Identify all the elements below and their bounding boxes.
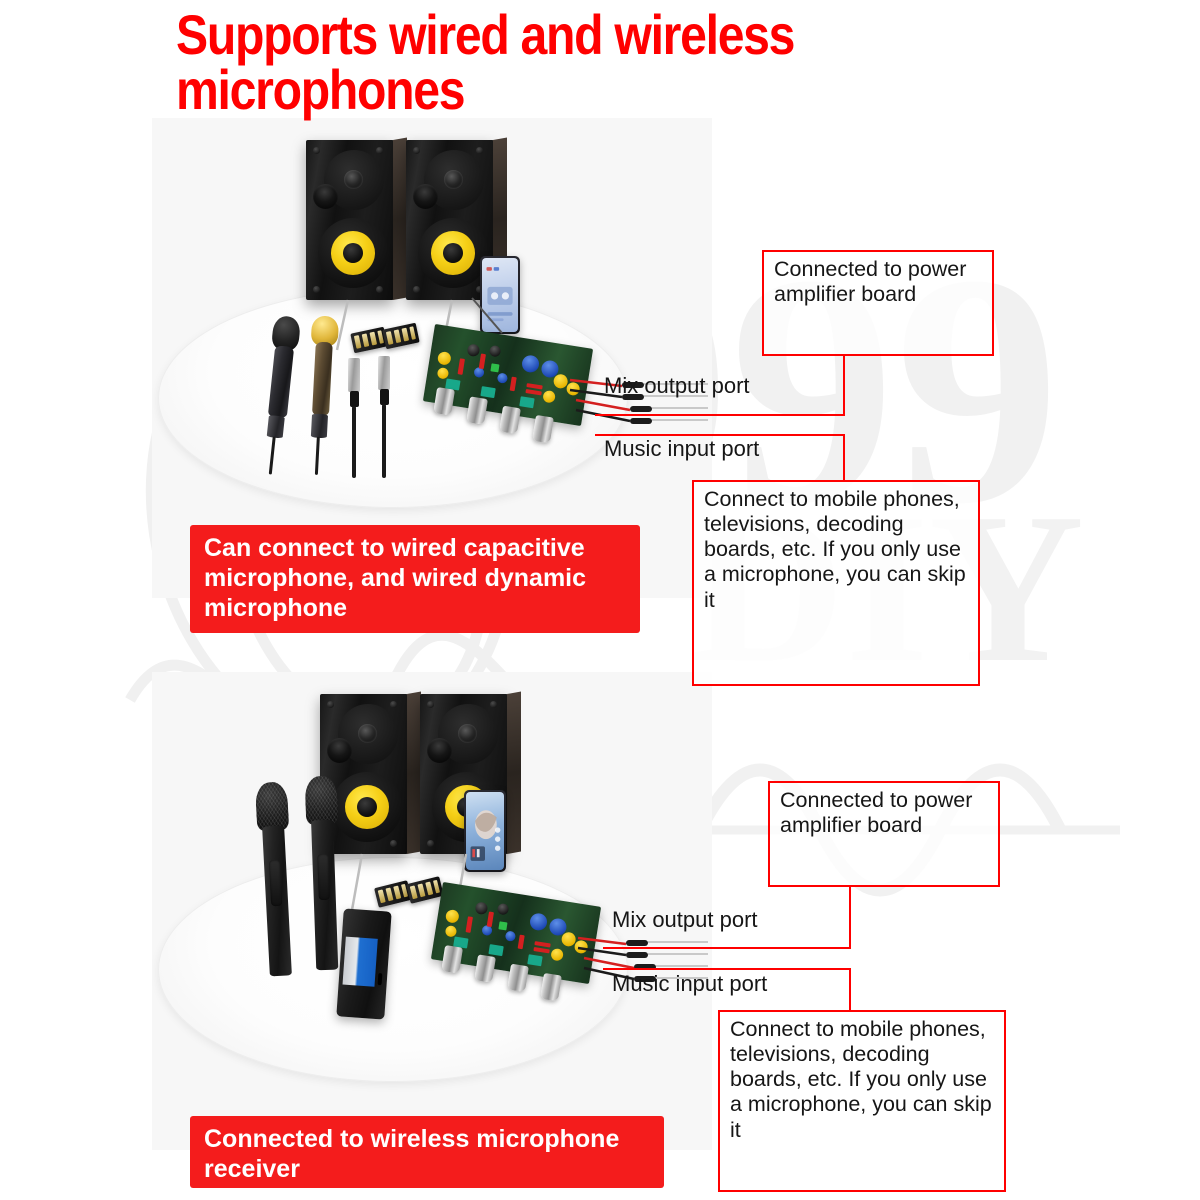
leader-music-vert-bottom xyxy=(849,968,851,1012)
callout-music-note-top: Connect to mobile phones, televisions, d… xyxy=(692,480,980,686)
label-music-input-bottom: Music input port xyxy=(612,971,768,996)
callout-amp-top: Connected to power amplifier board xyxy=(762,250,994,356)
leader-music-input-bottom xyxy=(603,968,851,970)
speaker-left xyxy=(306,137,407,300)
leader-mix-top xyxy=(595,414,845,416)
page-title: Supports wired and wireless microphones xyxy=(176,3,795,121)
banner-wireless: Connected to wireless microphone receive… xyxy=(190,1116,664,1188)
banner-wired: Can connect to wired capacitive micropho… xyxy=(190,525,640,633)
label-music-input-top: Music input port xyxy=(604,436,760,461)
callout-amp-bottom: Connected to power amplifier board xyxy=(768,781,1000,887)
board-output-wires xyxy=(569,378,708,424)
speaker-right xyxy=(406,137,507,300)
leader-music-vert-top xyxy=(843,434,845,482)
label-mix-output-top: Mix output port xyxy=(604,373,750,398)
callout-music-note-bottom: Connect to mobile phones, televisions, d… xyxy=(718,1010,1006,1192)
leader-amp-top xyxy=(843,356,845,416)
label-mix-output-bottom: Mix output port xyxy=(612,907,758,932)
leader-music-input-top xyxy=(595,434,845,436)
leader-amp-bottom xyxy=(849,887,851,949)
leader-mix-bottom xyxy=(603,947,851,949)
